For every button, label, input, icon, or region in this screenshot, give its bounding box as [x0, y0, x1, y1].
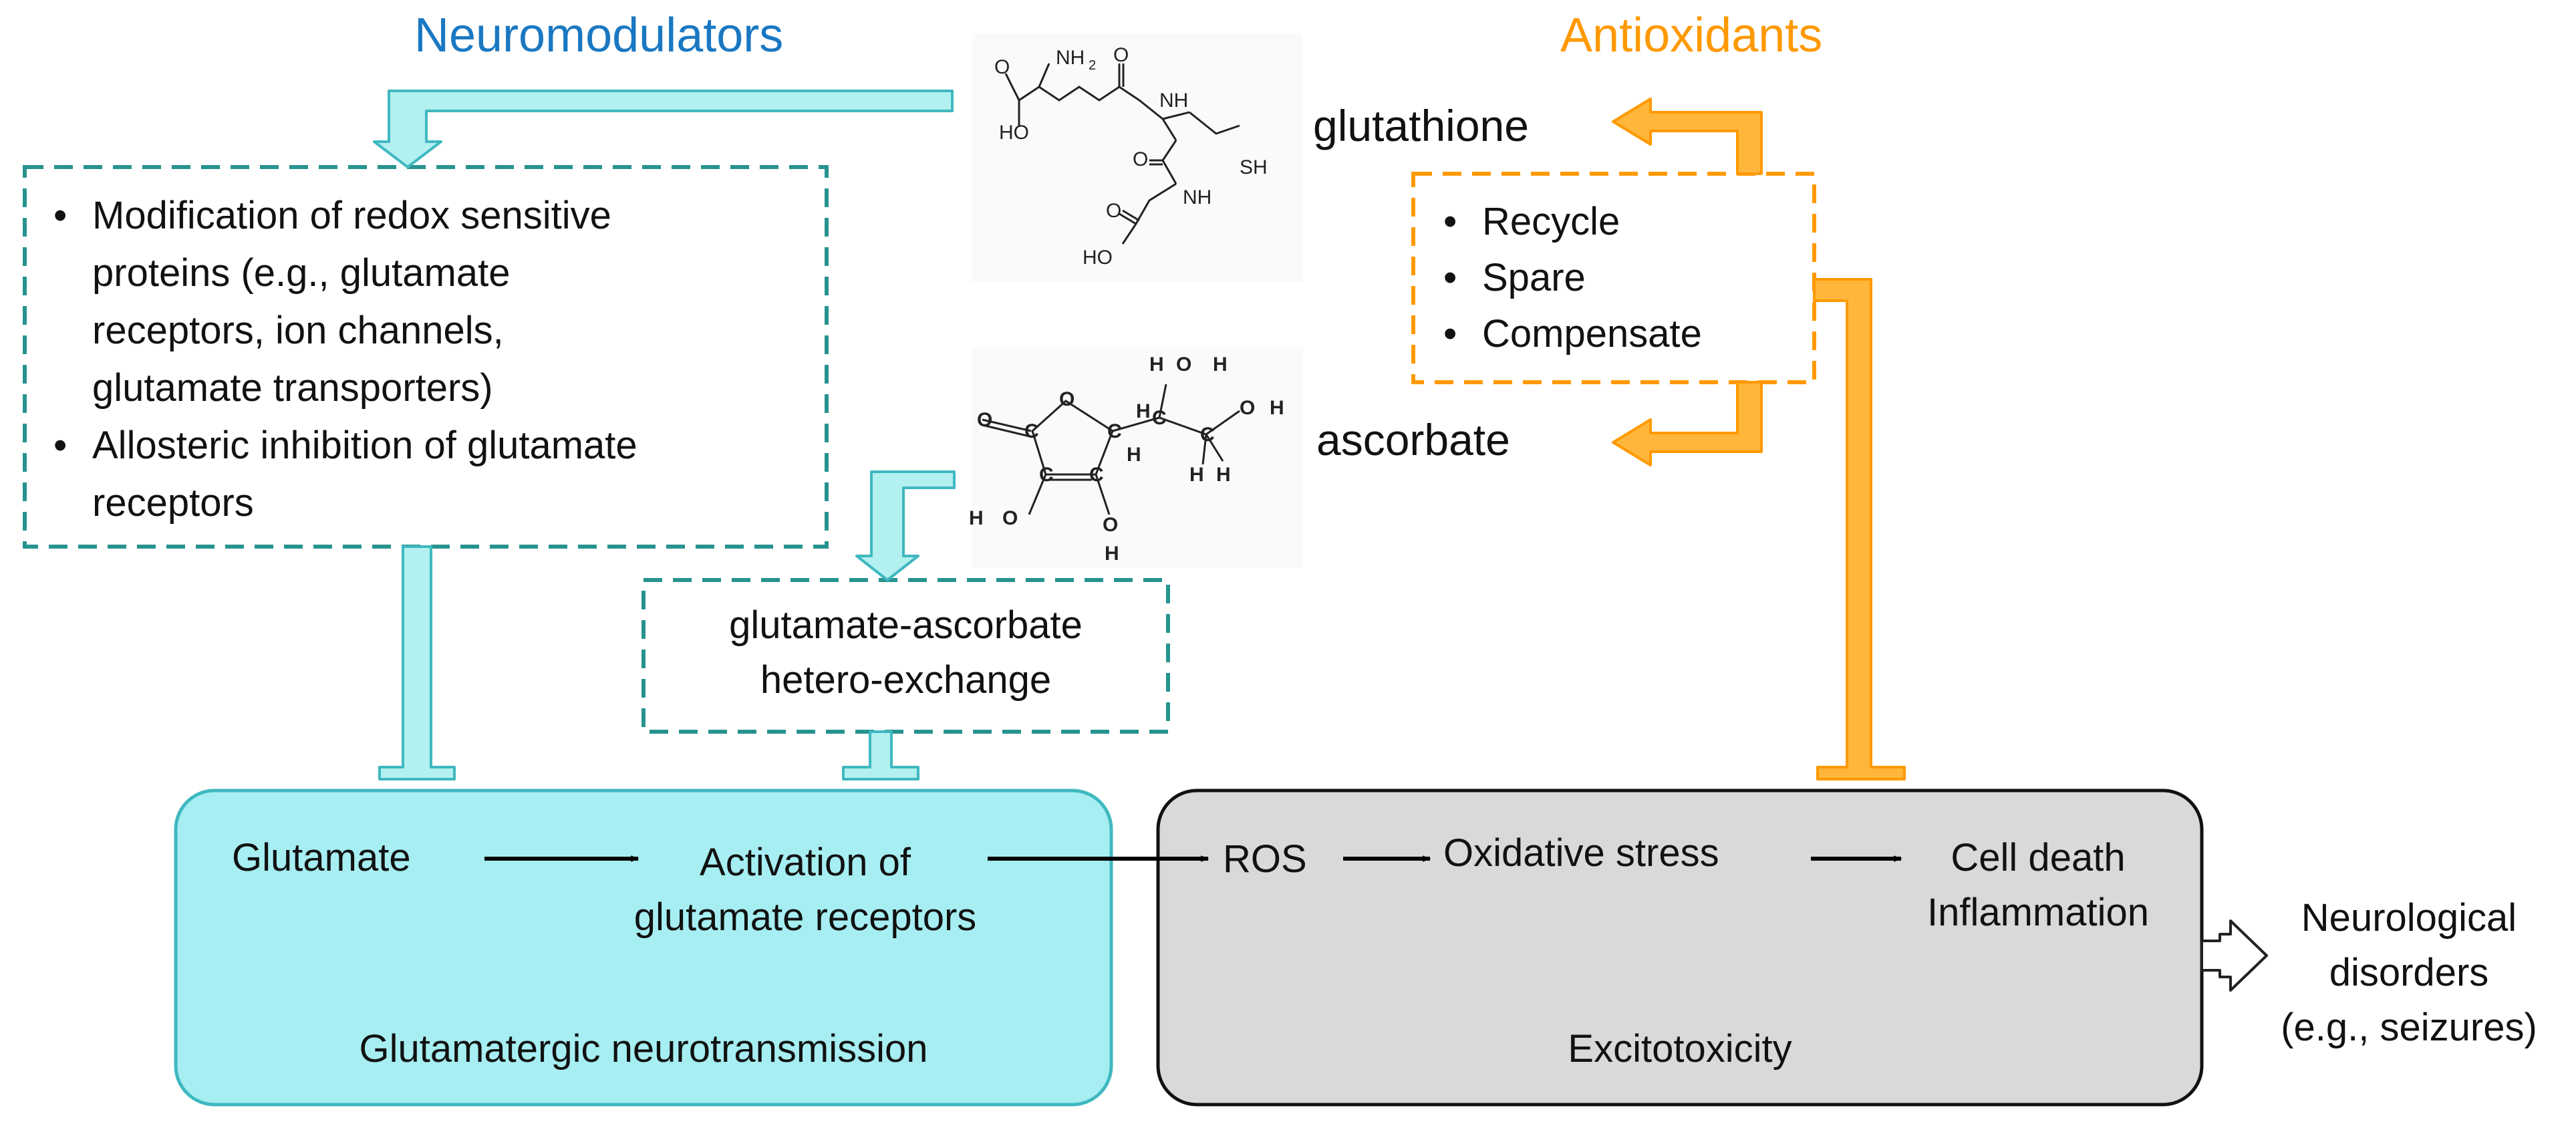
glutamate-label: Glutamate — [232, 836, 411, 879]
atom-o-top: O — [1176, 353, 1191, 376]
ascorbate-atom-labels: O O C C C C C C H O H H O H H H H H O O … — [969, 353, 1284, 565]
outcome-line-2: disorders — [2329, 951, 2489, 994]
atom-o2: O — [1113, 44, 1129, 66]
atom-h-left-oh: H — [969, 507, 984, 529]
receptor-activation-label: Activation of glutamate receptors — [575, 835, 1036, 945]
ascorbate-label: ascorbate — [1316, 415, 1510, 464]
atom-o-mid-oh: O — [1103, 514, 1118, 536]
atom-c3: C — [1089, 464, 1104, 486]
atom-o4: O — [1106, 200, 1121, 222]
mechanism-2-line-1: Allosteric inhibition of glutamate — [92, 424, 637, 467]
atom-ho1: HO — [999, 122, 1029, 144]
action-compensate: Compensate — [1443, 306, 1702, 362]
mechanism-1-line-4: glutamate transporters) — [92, 366, 493, 410]
neuromodulators-heading: Neuromodulators — [414, 9, 784, 62]
ascorbate-structure — [972, 347, 1303, 568]
atom-nh2-subscript: 2 — [1089, 58, 1096, 73]
glutamatergic-caption: Glutamatergic neurotransmission — [359, 1027, 928, 1071]
receptor-activation-line-2: glutamate receptors — [633, 895, 977, 939]
atom-h-mid: H — [1136, 400, 1151, 422]
atom-h-right: H — [1270, 397, 1284, 419]
atom-nh2: NH — [1056, 47, 1085, 69]
atom-h-mid-oh: H — [1105, 543, 1119, 565]
oxidative-stress-label: Oxidative stress — [1443, 831, 1719, 875]
atom-c6: C — [1200, 424, 1215, 446]
outcome-line-1: Neurological — [2301, 896, 2517, 940]
atom-o-ring: O — [1059, 388, 1075, 410]
atom-h-topright: H — [1213, 353, 1228, 376]
outcome-line-3: (e.g., seizures) — [2281, 1006, 2537, 1049]
atom-o3: O — [1133, 148, 1148, 170]
atom-h-top: H — [1149, 353, 1164, 376]
exchange-line-1: glutamate-ascorbate — [729, 603, 1083, 647]
ascorbate-to-exchange-arrow — [855, 470, 956, 581]
outcome-arrow — [2200, 919, 2268, 992]
glutathione-atom-labels: NH 2 O HO O NH SH O NH O HO — [994, 44, 1268, 269]
exchange-box — [641, 578, 1170, 734]
cell-death-label: Cell death Inflammation — [1884, 831, 2192, 940]
action-recycle: Recycle — [1443, 194, 1702, 250]
mechanism-allosteric-inhibition: Allosteric inhibition of glutamate recep… — [53, 417, 637, 532]
neuromodulator-mechanisms-list: Modification of redox sensitive proteins… — [53, 187, 637, 532]
neuromodulator-arrow — [373, 90, 954, 168]
excitotoxicity-caption: Excitotoxicity — [1568, 1027, 1792, 1071]
atom-nh3: NH — [1183, 186, 1211, 208]
glutathione-structure — [972, 33, 1303, 282]
atom-h-c6a: H — [1189, 464, 1204, 486]
atom-c4: C — [1107, 420, 1122, 442]
mechanism-1-line-1: Modification of redox sensitive — [92, 194, 611, 237]
cell-death-line-1: Cell death — [1951, 836, 2126, 879]
inhibition-bar-exchange — [842, 730, 919, 780]
receptor-activation-line-1: Activation of — [700, 841, 911, 884]
exchange-text: glutamate-ascorbate hetero-exchange — [643, 598, 1168, 708]
glutathione-label: glutathione — [1313, 101, 1529, 150]
mechanism-1-line-2: proteins (e.g., glutamate — [92, 251, 511, 295]
atom-o-left-oh: O — [1002, 507, 1018, 529]
atom-sh: SH — [1240, 156, 1268, 178]
inhibition-bar-antioxidant — [1813, 278, 1906, 780]
cell-death-line-2: Inflammation — [1926, 891, 2150, 934]
neurological-disorders-label: Neurological disorders (e.g., seizures) — [2242, 891, 2576, 1055]
antioxidant-actions-list: Recycle Spare Compensate — [1443, 194, 1702, 362]
atom-c1: C — [1024, 420, 1039, 442]
antioxidants-heading: Antioxidants — [1560, 9, 1823, 62]
atom-o1: O — [994, 56, 1010, 78]
mechanism-redox-modification: Modification of redox sensitive proteins… — [53, 187, 637, 417]
atom-h-c6b: H — [1216, 464, 1231, 486]
atom-c2: C — [1039, 464, 1054, 486]
glutamatergic-box — [174, 789, 1113, 1107]
ros-label: ROS — [1223, 837, 1307, 881]
neuromodulator-mechanisms-box — [23, 165, 829, 549]
mechanism-1-line-3: receptors, ion channels, — [92, 309, 504, 352]
atom-h-c4: H — [1127, 444, 1141, 466]
atom-nh1: NH — [1159, 90, 1188, 112]
atom-c5: C — [1152, 407, 1167, 429]
atom-ho2: HO — [1083, 247, 1113, 269]
exchange-line-2: hetero-exchange — [760, 658, 1052, 702]
mechanism-2-line-2: receptors — [92, 481, 254, 525]
atom-o-right: O — [1240, 397, 1255, 419]
atom-o-left: O — [977, 409, 992, 431]
action-spare: Spare — [1443, 250, 1702, 306]
inhibition-bar-left — [378, 545, 456, 780]
to-ascorbate-arrow — [1612, 381, 1763, 466]
to-glutathione-arrow — [1612, 98, 1763, 175]
